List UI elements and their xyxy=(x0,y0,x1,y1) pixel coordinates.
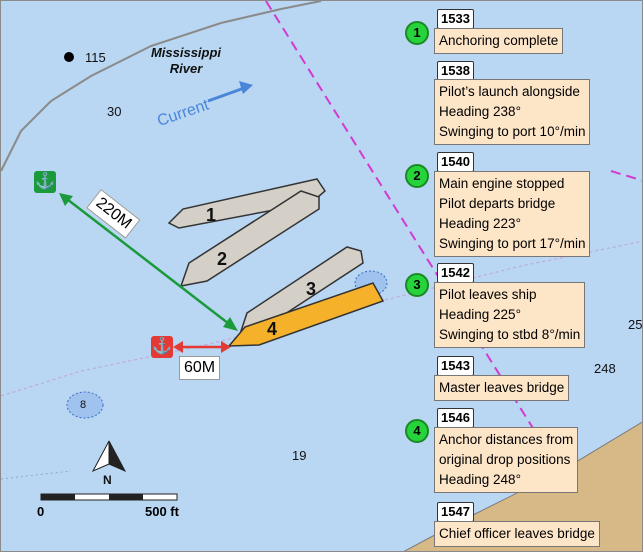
contour-line-dotted xyxy=(1,470,72,480)
current-arrow xyxy=(207,85,248,103)
event-text: Swinging to stbd 8°/min xyxy=(439,327,581,342)
event-text: Master leaves bridge xyxy=(439,380,565,395)
sounding: 30 xyxy=(107,104,122,119)
event-box: Anchor distances from original drop posi… xyxy=(434,427,579,493)
distance-arrowhead xyxy=(223,317,238,331)
shoal-area xyxy=(66,391,104,419)
sounding: 25 xyxy=(628,317,643,332)
event-text: Anchor distances from xyxy=(439,432,574,447)
channel-boundary xyxy=(610,170,642,182)
anchor-icon: ⚓ xyxy=(34,171,56,193)
event-text: Pilot leaves ship xyxy=(439,287,537,302)
scale-start-label: 0 xyxy=(37,504,45,519)
north-arrow-light xyxy=(91,440,110,473)
distance-arrowhead xyxy=(59,193,73,206)
event-text: Chief officer leaves bridge xyxy=(439,526,595,541)
event-time: 1540 xyxy=(437,152,474,172)
sounding: 248 xyxy=(594,361,616,376)
distance-arrowhead xyxy=(221,341,231,353)
event-time: 1543 xyxy=(437,356,474,376)
contour-line xyxy=(1,1,322,172)
event-time: 1546 xyxy=(437,408,474,428)
north-arrow-dark xyxy=(108,440,127,473)
ship-2 xyxy=(179,190,320,287)
event-time: 1533 xyxy=(437,9,474,29)
scale-bar-segment xyxy=(41,494,75,500)
event-box: Pilot’s launch alongside Heading 238° Sw… xyxy=(434,79,591,145)
rock-marker xyxy=(64,52,74,62)
sounding: 8 xyxy=(80,399,87,411)
event-badge: 3 xyxy=(405,273,429,297)
north-label: N xyxy=(103,473,112,487)
event-text: Heading 223° xyxy=(439,216,521,231)
river-name-line2: River xyxy=(169,61,203,76)
event-text: Pilot’s launch alongside xyxy=(439,84,580,99)
river-name-line1: Mississippi xyxy=(150,45,222,60)
event-box: Main engine stopped Pilot departs bridge… xyxy=(434,171,591,257)
event-text: Anchoring complete xyxy=(439,33,559,48)
ship-number-3: 3 xyxy=(306,279,317,299)
event-text: Pilot departs bridge xyxy=(439,196,556,211)
anchor-icon: ⚓ xyxy=(151,336,173,358)
event-time: 1542 xyxy=(437,263,474,283)
ship-4-current xyxy=(227,282,385,347)
event-text: Swinging to port 17°/min xyxy=(439,236,586,251)
sounding: 19 xyxy=(292,448,307,463)
channel-boundary xyxy=(265,1,542,442)
event-text: Heading 238° xyxy=(439,104,521,119)
event-box: Anchoring complete xyxy=(434,28,564,54)
event-badge: 1 xyxy=(405,21,429,45)
contour-line-dotted xyxy=(1,240,642,397)
event-text: Main engine stopped xyxy=(439,176,565,191)
ship-1 xyxy=(167,178,326,229)
event-text: Swinging to port 10°/min xyxy=(439,124,586,139)
distance-arrowhead xyxy=(173,341,183,353)
event-badge: 4 xyxy=(405,419,429,443)
ship-number-2: 2 xyxy=(217,249,228,269)
event-text: Heading 248° xyxy=(439,472,521,487)
river-label: Mississippi River xyxy=(131,45,241,77)
ship-number-4: 4 xyxy=(267,319,278,339)
sounding: 115 xyxy=(85,50,106,65)
event-time: 1538 xyxy=(437,61,474,81)
event-box: Pilot leaves ship Heading 225° Swinging … xyxy=(434,282,586,348)
event-text: original drop positions xyxy=(439,452,571,467)
ship-number-1: 1 xyxy=(206,205,217,225)
event-badge: 2 xyxy=(405,164,429,188)
scale-bar-segment xyxy=(109,494,143,500)
event-time: 1547 xyxy=(437,502,474,522)
event-text: Heading 225° xyxy=(439,307,521,322)
event-box: Chief officer leaves bridge xyxy=(434,521,600,547)
distance-line-green xyxy=(62,195,234,328)
current-arrow-head xyxy=(239,81,253,94)
distance-label-red: 60M xyxy=(179,356,221,380)
event-box: Master leaves bridge xyxy=(434,375,570,401)
scale-end-label: 500 ft xyxy=(145,504,179,519)
